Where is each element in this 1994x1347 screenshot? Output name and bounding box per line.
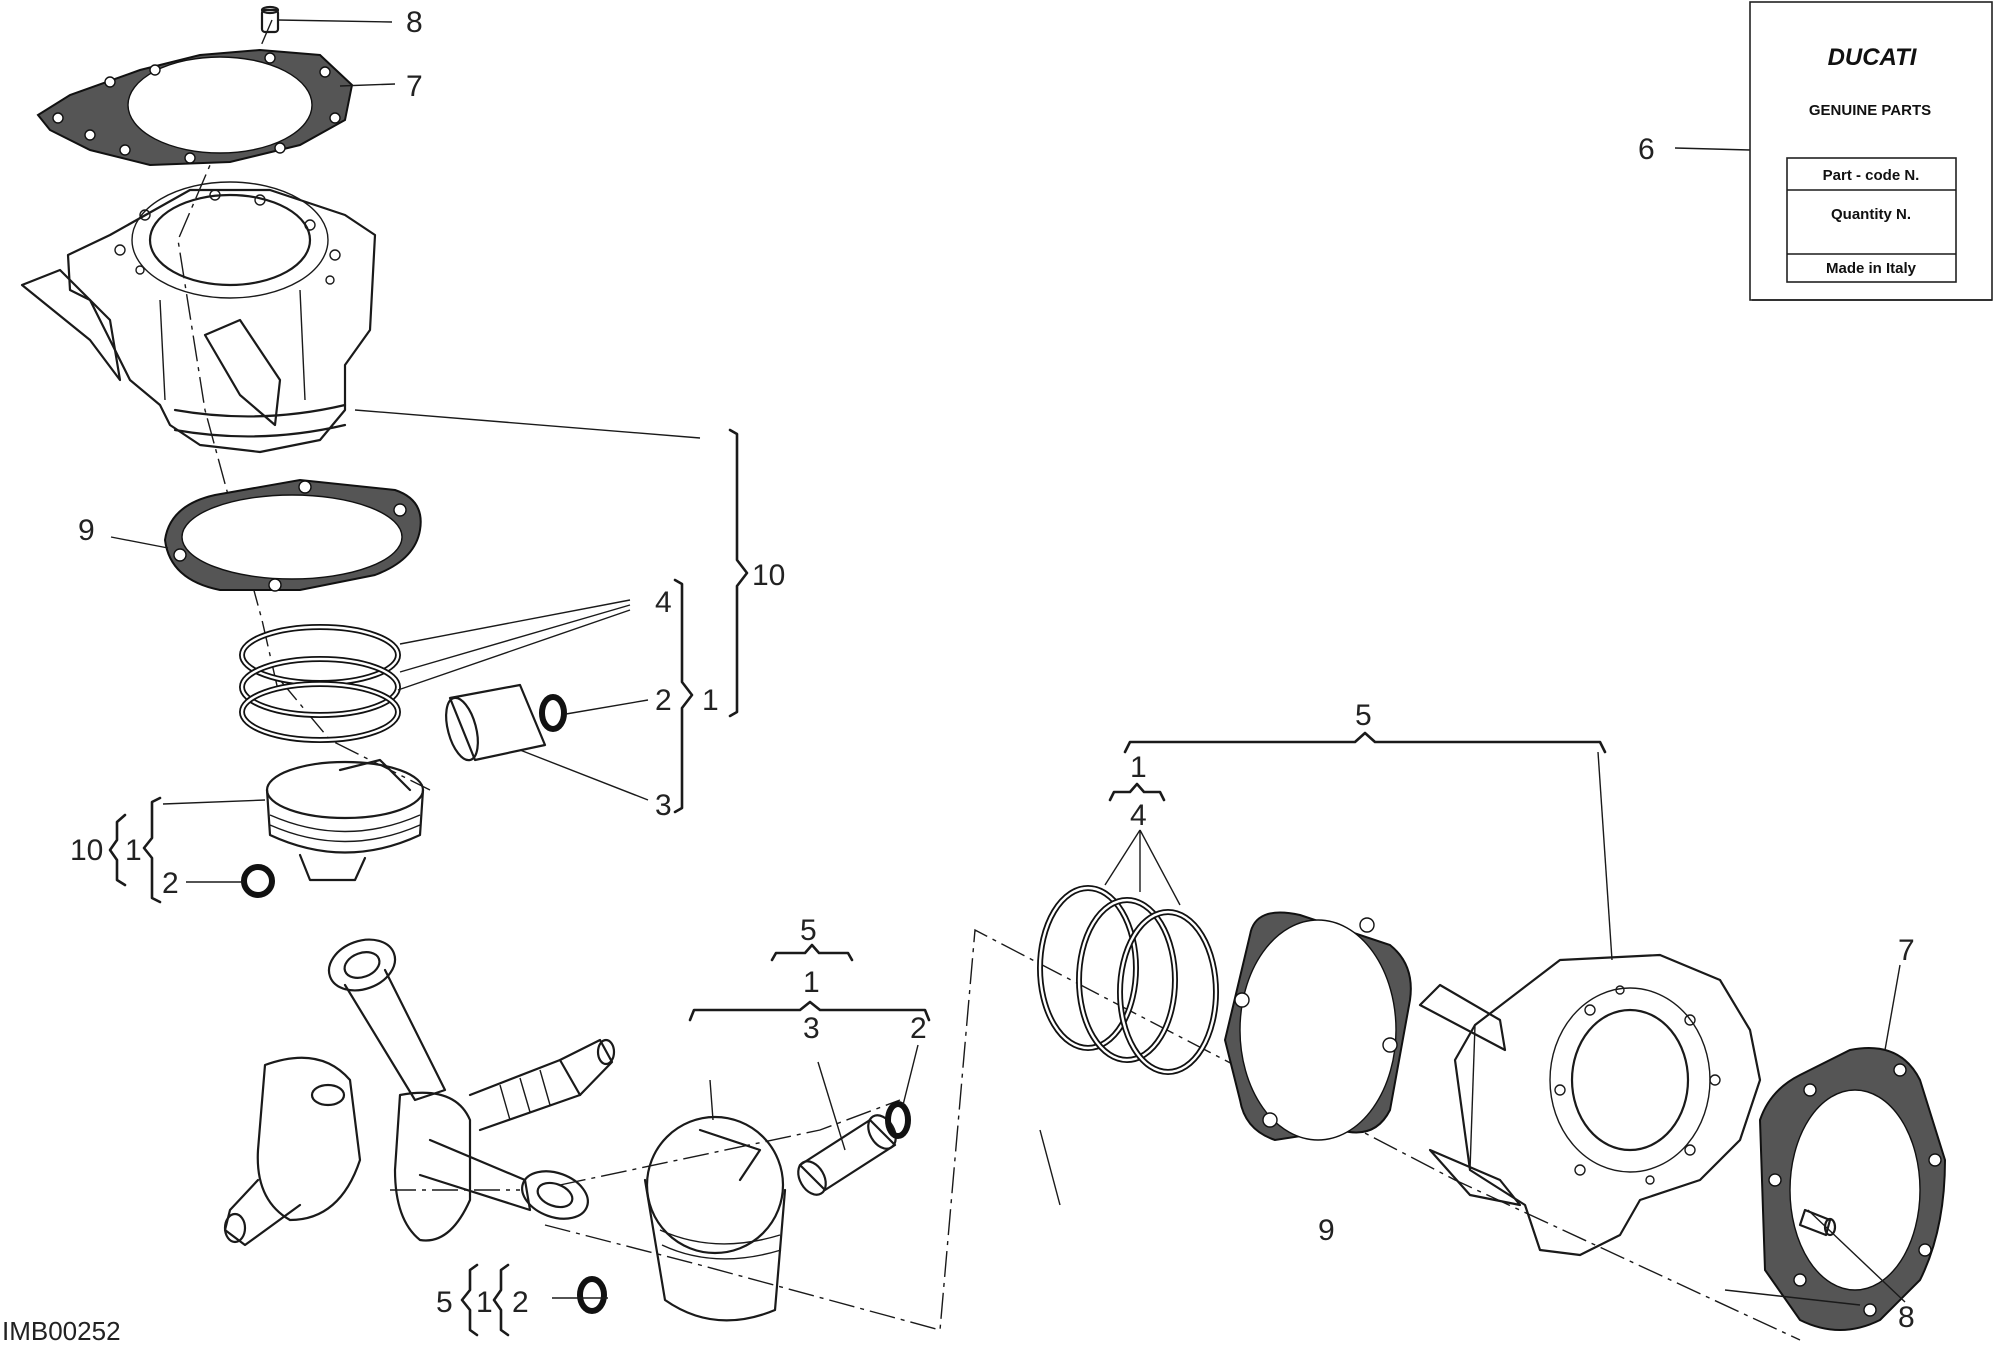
cylinder-right-holes xyxy=(1554,985,1721,1185)
cylinder-head-holes xyxy=(114,189,341,285)
callout-9-top: 9 xyxy=(78,514,95,547)
circlip-lower-left xyxy=(577,1276,607,1314)
callout-5-right: 5 xyxy=(1355,699,1372,732)
callout-1-top: 1 xyxy=(702,684,719,717)
circlip-top-right xyxy=(539,694,567,732)
crankshaft-assembly xyxy=(223,938,616,1247)
piston-top xyxy=(265,758,425,882)
head-gasket-right xyxy=(1758,1047,1947,1331)
callout-2-lower: 2 xyxy=(910,1012,927,1045)
base-gasket-right xyxy=(1223,911,1412,1142)
part-code-field: Part - code N. xyxy=(1823,167,1920,184)
center-axes xyxy=(177,19,1801,1341)
callout-labels: 8 7 9 10 4 2 1 3 10 1 2 6 5 1 3 2 5 1 2 … xyxy=(70,6,1915,1334)
crank-output-shaft xyxy=(468,1038,616,1132)
base-gasket-top xyxy=(163,478,422,592)
piston-rings-top xyxy=(239,624,401,743)
piston-pin-lower xyxy=(797,1114,897,1196)
leader-lines xyxy=(110,19,1906,1306)
piston-lower xyxy=(643,1115,787,1322)
circlip-top-left xyxy=(241,864,275,898)
gasket-bolt-holes xyxy=(52,52,341,164)
head-gasket-top xyxy=(36,48,354,167)
callout-1-lower: 1 xyxy=(803,966,820,999)
piston-pin-top xyxy=(445,683,547,762)
cylinder-right xyxy=(1418,953,1762,1257)
callout-5-lower: 5 xyxy=(800,914,817,947)
circlip-lower-right xyxy=(885,1101,911,1139)
callout-10-top: 10 xyxy=(752,559,785,592)
quantity-field: Quantity N. xyxy=(1831,206,1911,223)
callout-8-right: 8 xyxy=(1898,1301,1915,1334)
ducati-logo: DUCATI xyxy=(1828,44,1918,71)
callout-1-left: 1 xyxy=(125,834,142,867)
callout-3-lower: 3 xyxy=(803,1012,820,1045)
callout-6: 6 xyxy=(1638,133,1655,166)
callout-9-right: 9 xyxy=(1318,1214,1335,1247)
cylinder-top xyxy=(20,181,377,454)
callout-3-top: 3 xyxy=(655,789,672,822)
callout-1-bottom-left: 1 xyxy=(476,1286,493,1319)
crank-input-shaft xyxy=(223,1178,302,1247)
genuine-parts-label: DUCATI GENUINE PARTS Part - code N. Quan… xyxy=(1749,1,1993,301)
made-in-field: Made in Italy xyxy=(1826,260,1917,277)
callout-5-bottom-left: 5 xyxy=(436,1286,453,1319)
piston-rings-right xyxy=(1037,885,1219,1075)
callout-4-right: 4 xyxy=(1130,799,1147,832)
dowel-pin-top xyxy=(260,5,280,34)
callout-1-right: 1 xyxy=(1130,751,1147,784)
callout-7-top: 7 xyxy=(406,70,423,103)
callout-7-right: 7 xyxy=(1898,934,1915,967)
callout-2-bottom-left: 2 xyxy=(512,1286,529,1319)
connecting-rod-upper xyxy=(327,938,447,1102)
callout-2-left: 2 xyxy=(162,867,179,900)
callout-2-top: 2 xyxy=(655,684,672,717)
callout-8-top: 8 xyxy=(406,6,423,39)
genuine-parts-text: GENUINE PARTS xyxy=(1809,102,1931,119)
callout-10-left: 10 xyxy=(70,834,103,867)
callout-4-top: 4 xyxy=(655,586,672,619)
diagram-id: IMB00252 xyxy=(2,1316,121,1346)
crank-webs xyxy=(256,1056,472,1242)
connecting-rod-lower xyxy=(418,1138,589,1220)
group-braces xyxy=(108,428,1607,1337)
